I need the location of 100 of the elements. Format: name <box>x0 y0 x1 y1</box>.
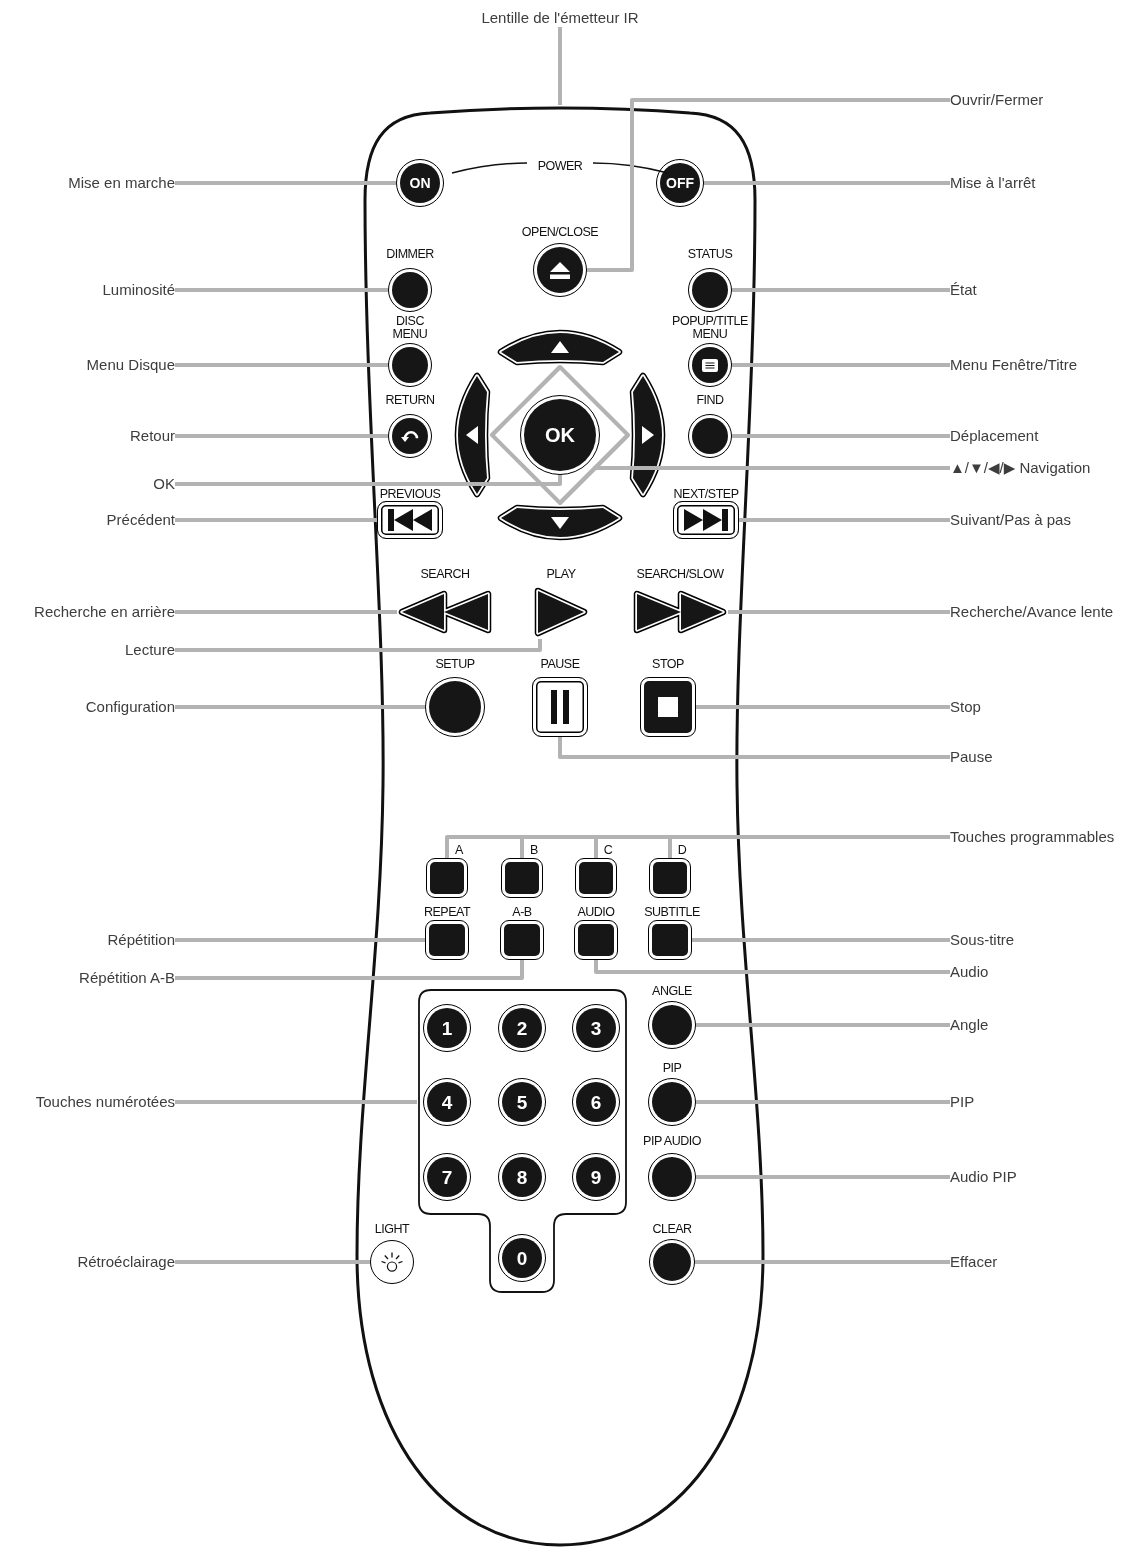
leader-line <box>175 288 388 292</box>
leader-line <box>739 518 950 522</box>
callout-label: Effacer <box>950 1253 998 1271</box>
button-label: POPUP/TITLE MENU <box>672 315 748 341</box>
button-label: DISC MENU <box>392 315 428 341</box>
leader-line <box>696 705 950 709</box>
button-label: CLEAR <box>652 1222 692 1236</box>
leader-line <box>696 1100 950 1104</box>
button-label: NEXT/STEP <box>673 487 739 501</box>
leader-line <box>175 938 425 942</box>
callout-label: ▲/▼/◀/▶ Navigation <box>950 459 1091 477</box>
leader-line <box>175 639 542 652</box>
leader-line <box>175 475 562 486</box>
leader-line <box>695 1260 950 1264</box>
leader-line <box>732 288 950 292</box>
leader-line <box>175 518 377 522</box>
button-label: RETURN <box>385 393 435 407</box>
callout-label: Lecture <box>124 641 175 659</box>
callout-label: PIP <box>950 1093 975 1111</box>
button-label: SUBTITLE <box>644 905 700 919</box>
leader-line <box>704 181 950 185</box>
callout-label: Touches programmables <box>950 828 1115 846</box>
button-label: DIMMER <box>386 247 434 261</box>
callout-label: OK <box>153 475 175 493</box>
button-label: PAUSE <box>540 657 580 671</box>
button-label: B <box>530 843 538 857</box>
play-button <box>532 585 590 639</box>
callout-label: Retour <box>129 427 175 445</box>
callout-label: Menu Disque <box>86 356 175 374</box>
leader-line <box>587 98 950 272</box>
leader-line <box>175 705 425 709</box>
button-label: SETUP <box>435 657 475 671</box>
callout-label: Déplacement <box>950 427 1039 445</box>
button-label: REPEAT <box>423 905 471 919</box>
leader-line <box>175 610 397 614</box>
callout-label: Sous-titre <box>950 931 1015 949</box>
skip-back-button <box>377 501 443 539</box>
button-label: C <box>603 843 613 857</box>
remote-control-body <box>355 105 765 1548</box>
callout-label: Précédent <box>106 511 175 529</box>
button-label: PIP <box>662 1061 682 1075</box>
callout-label: Angle <box>950 1016 989 1034</box>
right-arrow-button <box>628 370 668 500</box>
keypad-outline <box>417 988 628 1296</box>
leader-line <box>728 610 950 614</box>
button-label: LIGHT <box>374 1222 410 1236</box>
leader-line <box>175 1260 370 1264</box>
rewind-button <box>397 589 493 635</box>
button-label: OPEN/CLOSE <box>521 225 599 239</box>
callout-label: Mise en marche <box>68 174 175 192</box>
callout-label: Stop <box>950 698 981 716</box>
leader-line <box>732 434 950 438</box>
callout-label: Recherche en arrière <box>34 603 175 621</box>
leader-line <box>594 960 950 974</box>
callout-label: Ouvrir/Fermer <box>950 91 1044 109</box>
pause-button <box>532 677 588 737</box>
leader-line <box>696 1175 950 1179</box>
callout-label: État <box>950 281 977 299</box>
leader-line <box>558 27 562 105</box>
callout-label: Configuration <box>85 698 175 716</box>
button-label: STOP <box>652 657 684 671</box>
callout-label: Audio PIP <box>950 1168 1017 1186</box>
button-label: PREVIOUS <box>379 487 441 501</box>
callout-label: Touches numérotées <box>35 1093 175 1111</box>
callout-label: Suivant/Pas à pas <box>950 511 1071 529</box>
leader-line <box>175 363 388 367</box>
callout-label: Luminosité <box>102 281 175 299</box>
up-arrow-button <box>495 327 625 367</box>
button-label: SEARCH/SLOW <box>636 567 724 581</box>
button-label: PIP AUDIO <box>643 1134 701 1148</box>
leader-line <box>175 434 388 438</box>
leader-line <box>175 181 396 185</box>
button-label: A-B <box>512 905 532 919</box>
callout-label: Pause <box>950 748 993 766</box>
down-arrow-button <box>495 503 625 543</box>
callout-label: Recherche/Avance lente <box>950 603 1114 621</box>
leader-line <box>692 938 950 942</box>
leader-line <box>696 1023 950 1027</box>
callout-label: Répétition A-B <box>79 969 175 987</box>
leader-line <box>732 363 950 367</box>
fast-forward-button <box>632 589 728 635</box>
callout-label: Audio <box>950 963 989 981</box>
button-label: A <box>455 843 463 857</box>
leader-line <box>175 960 524 980</box>
button-label: ANGLE <box>652 984 692 998</box>
button-label: STATUS <box>687 247 733 261</box>
callout-label: Mise à l'arrêt <box>950 174 1036 192</box>
callout-label: Lentille de l'émetteur IR <box>481 9 639 27</box>
button-label: PLAY <box>546 567 576 581</box>
skip-forward-button <box>673 501 739 539</box>
button-label: POWER <box>537 159 583 173</box>
left-arrow-button <box>452 370 492 500</box>
callout-label: Répétition <box>107 931 175 949</box>
leader-line <box>175 1100 417 1104</box>
button-label: AUDIO <box>577 905 615 919</box>
button-label: SEARCH <box>420 567 470 581</box>
button-label: FIND <box>696 393 724 407</box>
callout-label: Menu Fenêtre/Titre <box>950 356 1077 374</box>
leader-line <box>558 737 950 759</box>
button-label: D <box>677 843 687 857</box>
